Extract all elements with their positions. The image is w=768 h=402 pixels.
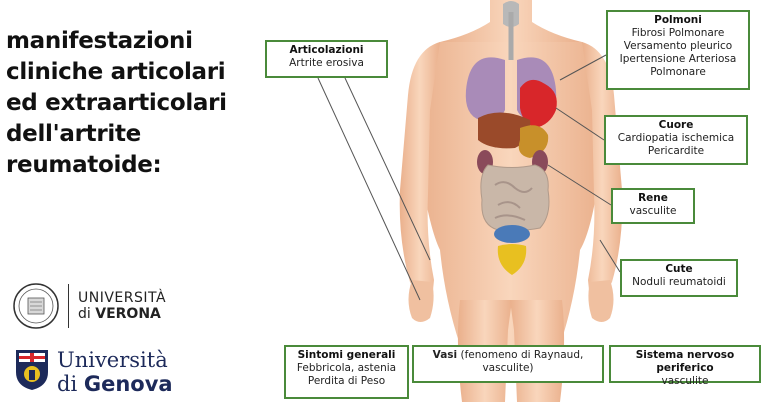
label-rene: Rene vasculite [611, 188, 695, 224]
verona-line2-bold: VERONA [95, 306, 161, 322]
label-polmoni: Polmoni Fibrosi Polmonare Versamento ple… [606, 10, 750, 90]
bladder-icon [494, 225, 530, 243]
genova-logo-text: Università di Genova [57, 348, 173, 396]
label-heading: Polmoni [654, 14, 702, 26]
leader-lines [317, 54, 621, 301]
label-sistema-nervoso-periferico: Sistema nervoso periferico vasculite [609, 345, 761, 387]
page-title: manifestazioni cliniche articolari ed ex… [6, 28, 227, 178]
verona-logo-text: UNIVERSITÀ di VERONA [78, 290, 166, 323]
label-line: Febbricola, astenia [296, 362, 397, 374]
label-line: Pericardite [647, 145, 705, 157]
verona-line2: di VERONA [78, 306, 166, 323]
organs [465, 1, 557, 275]
label-line: Ipertensione Arteriosa [619, 53, 737, 65]
genova-shield-icon [16, 350, 48, 390]
left-lung-icon [465, 57, 505, 121]
verona-seal-icon [13, 283, 59, 329]
label-vasi: Vasi (fenomeno di Raynaud, vasculite) [412, 345, 604, 383]
verona-divider [68, 284, 69, 328]
label-line: Cardiopatia ischemica [617, 132, 735, 144]
label-line: Versamento pleurico [623, 40, 733, 52]
label-sintomi-generali: Sintomi generali Febbricola, astenia Per… [284, 345, 409, 399]
label-line: Artrite erosiva [289, 57, 364, 69]
uterus-icon [497, 244, 527, 275]
genova-line2-bold: Genova [83, 372, 173, 396]
verona-line2-prefix: di [78, 306, 96, 322]
genova-line2: di Genova [57, 372, 173, 396]
label-heading-line: Vasi (fenomeno di Raynaud, [418, 349, 598, 362]
label-articolazioni: Articolazioni Artrite erosiva [265, 40, 388, 78]
label-cute: Cute Noduli reumatoidi [620, 259, 738, 297]
heart-icon [520, 79, 557, 128]
label-heading: Sintomi generali [297, 349, 396, 361]
label-line: Polmonare [650, 66, 706, 78]
label-line: vasculite [629, 205, 677, 217]
label-heading: Rene [638, 192, 668, 204]
stomach-icon [518, 125, 549, 158]
liver-icon [478, 112, 531, 149]
genova-line1: Università [57, 348, 168, 372]
genova-line2-prefix: di [57, 372, 84, 396]
verona-line1: UNIVERSITÀ [78, 290, 167, 306]
label-line: vasculite) [482, 362, 534, 374]
label-heading-suffix: (fenomeno di Raynaud, [457, 349, 584, 361]
label-heading: Cuore [658, 119, 694, 131]
label-heading: Vasi [432, 349, 458, 361]
label-line: vasculite [661, 375, 709, 387]
label-heading: Cute [665, 263, 693, 275]
label-heading: Sistema nervoso periferico [635, 349, 735, 374]
label-line: Noduli reumatoidi [632, 276, 726, 288]
label-line: Perdita di Peso [307, 375, 386, 387]
label-line: Fibrosi Polmonare [631, 27, 725, 39]
intestine-icon [480, 164, 550, 232]
label-heading: Articolazioni [289, 44, 364, 56]
label-cuore: Cuore Cardiopatia ischemica Pericardite [604, 115, 748, 165]
